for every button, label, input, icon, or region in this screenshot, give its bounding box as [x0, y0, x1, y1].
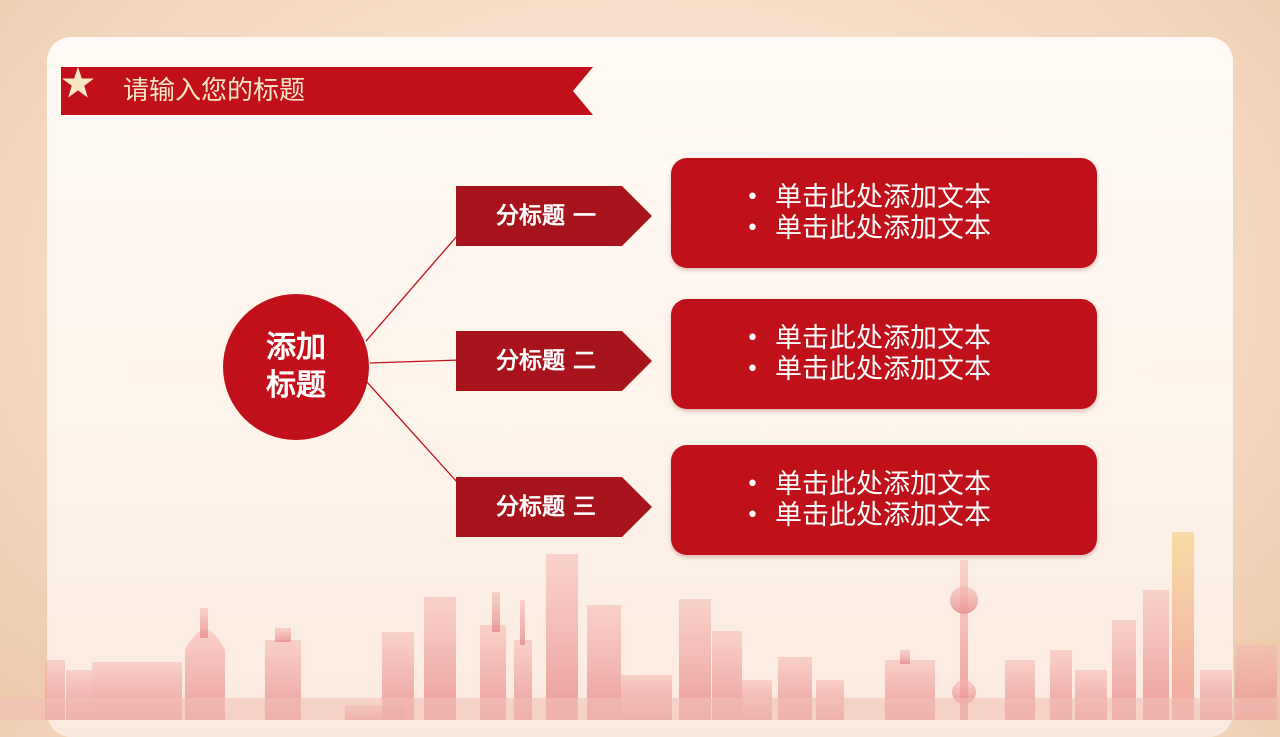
content-box-3[interactable]: 单击此处添加文本 单击此处添加文本 — [671, 445, 1097, 555]
subtitle-label-3: 分标题 三 — [495, 494, 596, 520]
bullet-text[interactable]: 单击此处添加文本 — [746, 469, 991, 500]
subtitle-arrow-2[interactable]: 分标题 二 — [456, 331, 652, 391]
subtitle-arrow-1[interactable]: 分标题 一 — [456, 186, 652, 246]
center-node[interactable]: 添加 标题 — [223, 294, 369, 440]
title-ribbon: 请输入您的标题 — [61, 67, 593, 115]
city-skyline-decoration — [0, 532, 1280, 720]
center-node-line1: 添加 — [266, 330, 326, 365]
bullet-text[interactable]: 单击此处添加文本 — [746, 213, 991, 244]
bullet-list-2: 单击此处添加文本 单击此处添加文本 — [671, 323, 991, 385]
content-box-1[interactable]: 单击此处添加文本 单击此处添加文本 — [671, 158, 1097, 268]
ribbon-shape — [61, 67, 593, 115]
subtitle-label-1: 分标题 一 — [495, 203, 596, 229]
slide-title[interactable]: 请输入您的标题 — [123, 76, 306, 106]
center-node-line2: 标题 — [266, 368, 326, 403]
bullet-list-1: 单击此处添加文本 单击此处添加文本 — [671, 182, 991, 244]
content-box-2[interactable]: 单击此处添加文本 单击此处添加文本 — [671, 299, 1097, 409]
bullet-text[interactable]: 单击此处添加文本 — [746, 323, 991, 354]
subtitle-arrow-3[interactable]: 分标题 三 — [456, 477, 652, 537]
subtitle-label-2: 分标题 二 — [495, 348, 596, 374]
bullet-text[interactable]: 单击此处添加文本 — [746, 354, 991, 385]
star-icon — [62, 67, 94, 98]
bullet-text[interactable]: 单击此处添加文本 — [746, 182, 991, 213]
bullet-text[interactable]: 单击此处添加文本 — [746, 500, 991, 531]
bullet-list-3: 单击此处添加文本 单击此处添加文本 — [671, 469, 991, 531]
